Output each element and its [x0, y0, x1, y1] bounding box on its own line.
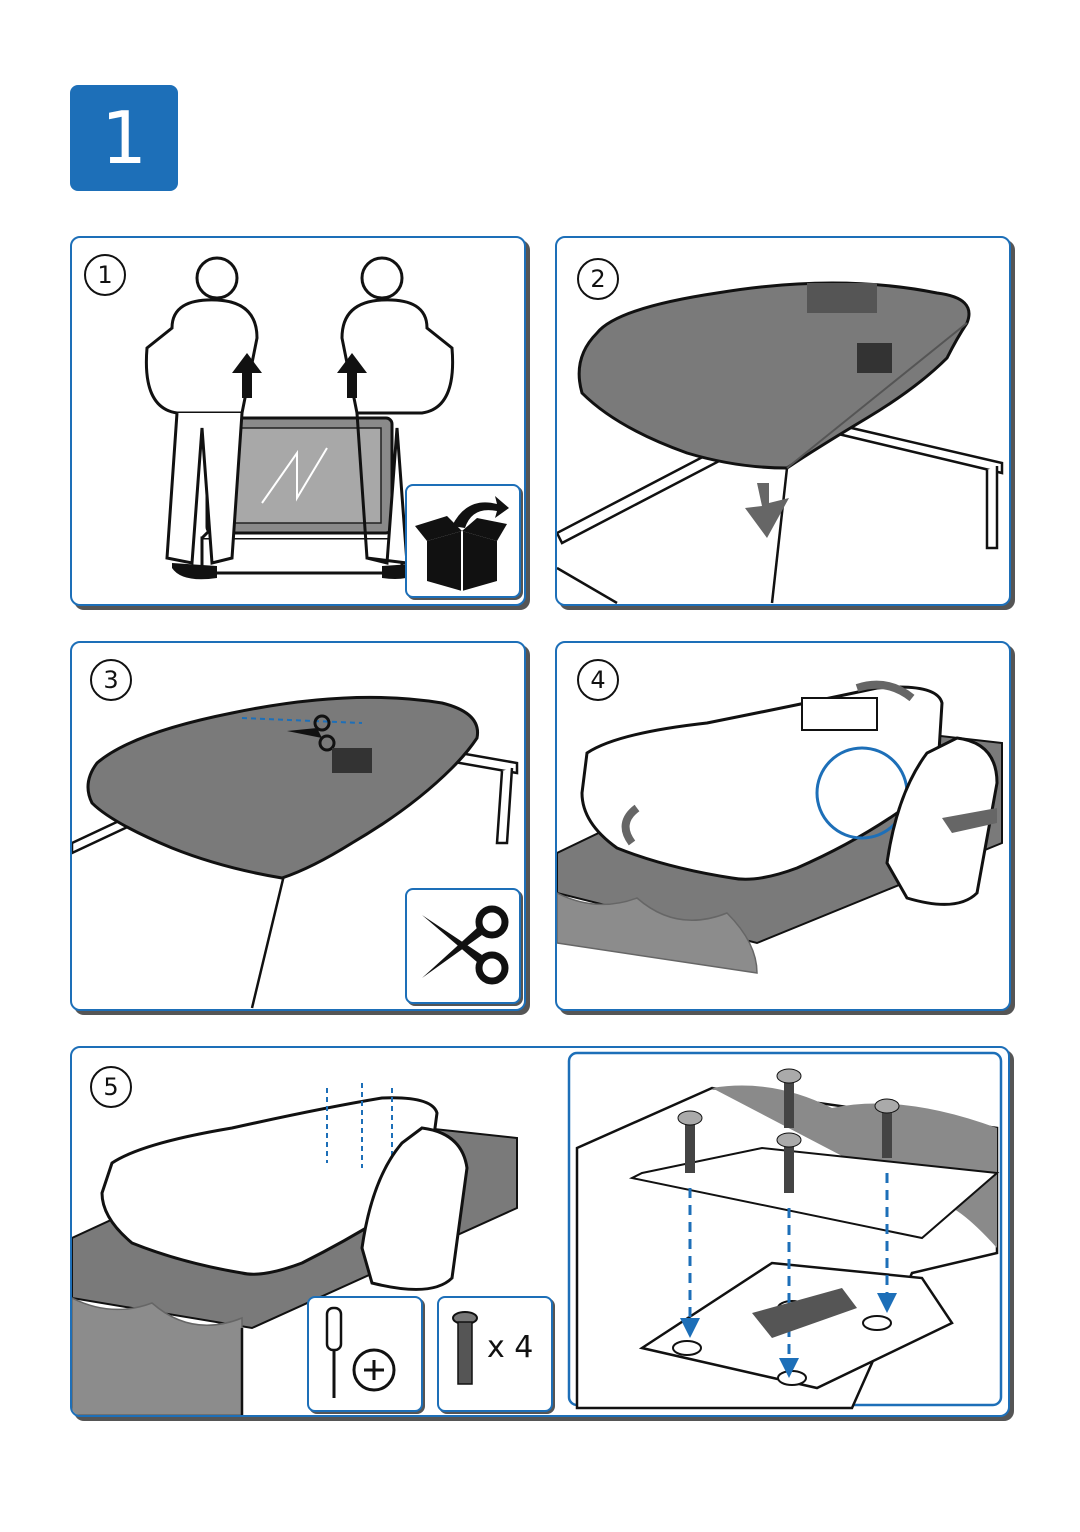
screw-stand-illustration — [72, 1051, 1003, 1415]
panel-2-place-on-table: 2 — [555, 236, 1011, 606]
panel-1-lift-tv: 1 — [70, 236, 526, 606]
down-arrow-icon — [745, 483, 789, 538]
panel-5-screw-stand: 5 — [70, 1046, 1010, 1417]
unbox-inset — [405, 484, 521, 598]
screw-icon — [776, 1068, 802, 1128]
screw-icon — [776, 1132, 802, 1193]
screw-icon — [452, 1311, 478, 1385]
panel-number: 5 — [90, 1066, 132, 1108]
panel-number: 4 — [577, 659, 619, 701]
screw-icon — [874, 1098, 900, 1158]
attach-stand-illustration — [557, 680, 1003, 974]
screw-count-inset: x 4 — [437, 1296, 553, 1412]
step-number-badge: 1 — [70, 85, 178, 191]
panel-number: 3 — [90, 659, 132, 701]
cut-bag-illustration — [72, 695, 519, 1009]
scissors-icon — [287, 714, 336, 752]
up-arrow-icon — [337, 353, 367, 398]
screwdriver-inset — [307, 1296, 423, 1412]
panel-3-cut-bag: 3 — [70, 641, 526, 1011]
screw-icon — [677, 1110, 703, 1173]
unbox-icon — [415, 496, 509, 591]
screwdriver-icon — [325, 1306, 396, 1398]
screw-count-label: x 4 — [487, 1330, 534, 1365]
panel-number: 2 — [577, 258, 619, 300]
up-arrow-icon — [232, 353, 262, 398]
panel-number: 1 — [84, 254, 126, 296]
scissors-inset — [405, 888, 521, 1004]
panel-4-attach-stand: 4 — [555, 641, 1011, 1011]
scissors-icon — [422, 905, 509, 985]
place-tv-illustration — [557, 281, 1004, 604]
